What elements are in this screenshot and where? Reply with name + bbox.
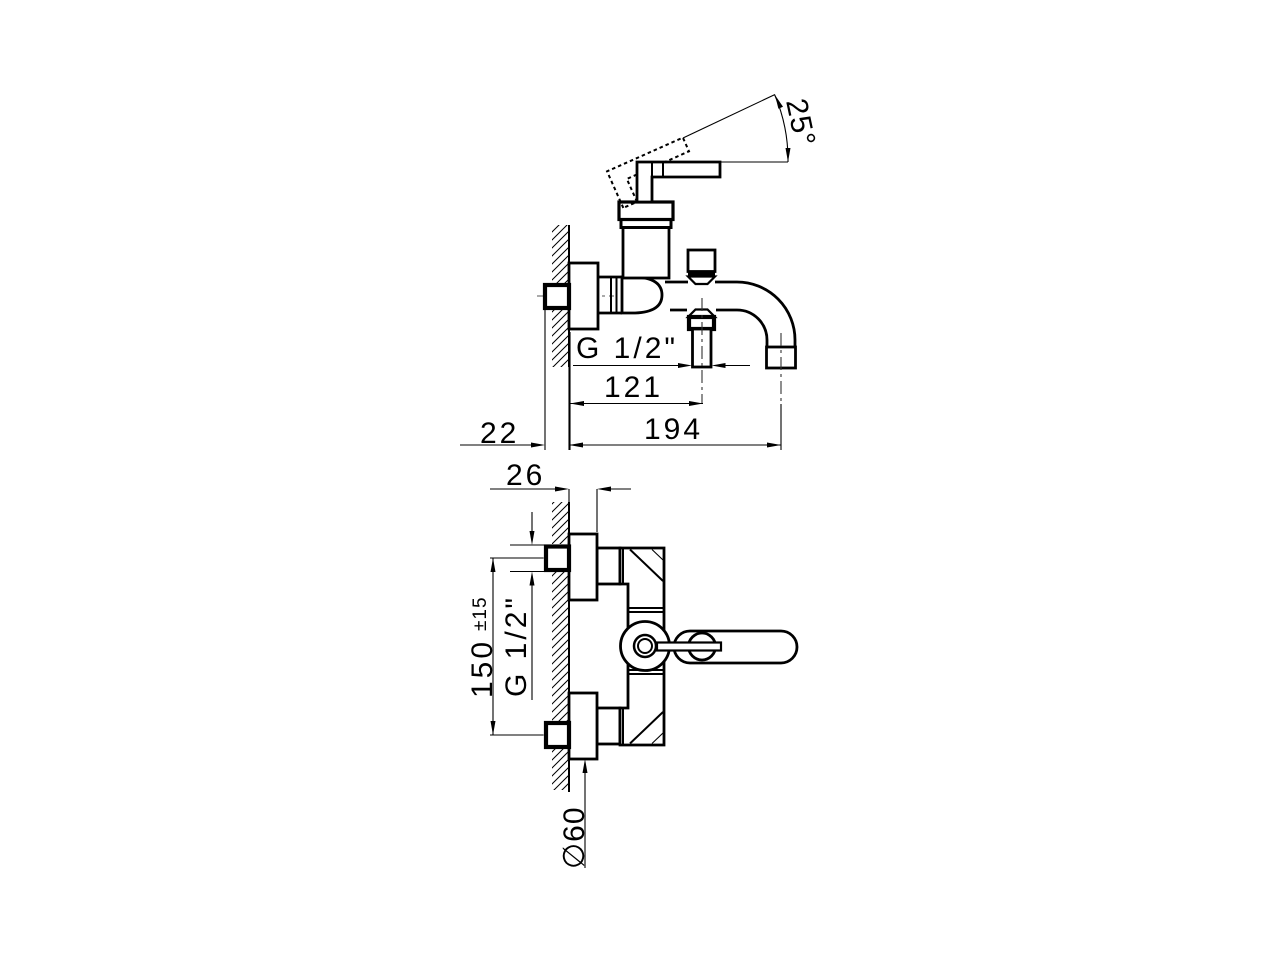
dim-wall-offset: 22 (460, 417, 545, 450)
handshower-outlet (685, 298, 718, 404)
cartridge-cylinder (621, 225, 671, 280)
front-view: 26 G 1/2" 150 ±15 ∅60 (466, 459, 799, 869)
body-dome-side (620, 275, 664, 315)
escutcheon-top (567, 532, 599, 602)
cartridge-column (617, 200, 675, 280)
inlet-fitting-top (543, 532, 622, 602)
inlet-centers-label: 150 (466, 639, 499, 698)
depth-label: 26 (506, 459, 545, 492)
inlet-fitting-bottom (543, 691, 622, 761)
wall-section-side (552, 225, 570, 450)
handle-stem (655, 641, 723, 652)
dim-outlet-thread: G 1/2" (573, 332, 750, 368)
extension-lines-side (544, 310, 571, 450)
arc-arrow-top (775, 95, 783, 109)
hex-nut-side (542, 282, 572, 311)
eccentric-union-bottom (595, 706, 622, 746)
projection-inner-label: 121 (604, 371, 663, 404)
dim-depth: 26 (490, 459, 631, 532)
dim-flange-diameter: ∅60 (558, 759, 591, 869)
eccentric-union-top (595, 546, 622, 586)
spout (665, 280, 797, 450)
inlet-extension-lines (490, 557, 545, 736)
flange-diameter-label: ∅60 (558, 806, 591, 869)
cartridge-cap (617, 200, 675, 222)
dim-handle-angle: 25° (640, 94, 821, 163)
inlet-thread-label: G 1/2" (500, 595, 533, 697)
angle-label: 25° (779, 96, 821, 150)
escutcheon-side (567, 261, 600, 331)
inlet-centers-tolerance: ±15 (470, 596, 491, 631)
hex-nut-top (543, 544, 572, 573)
dim-inlet-thread: G 1/2" (500, 512, 546, 700)
hex-nut-bottom (543, 720, 572, 750)
dim-inlet-centers: 150 ±15 (466, 558, 499, 735)
dim-projection-inner: 121 (570, 371, 703, 406)
side-view: 25° G 1/2" (460, 94, 821, 450)
arc-arrow-bottom (785, 148, 791, 162)
handle-front (655, 629, 799, 665)
diverter-knob (685, 248, 718, 286)
handle-side (635, 160, 722, 204)
projection-outer-label: 194 (644, 413, 703, 446)
outlet-thread-label: G 1/2" (576, 332, 678, 365)
dim-projection-outer: 194 (569, 413, 781, 448)
escutcheon-bottom (567, 691, 599, 761)
inlet-connection-side (542, 261, 622, 331)
